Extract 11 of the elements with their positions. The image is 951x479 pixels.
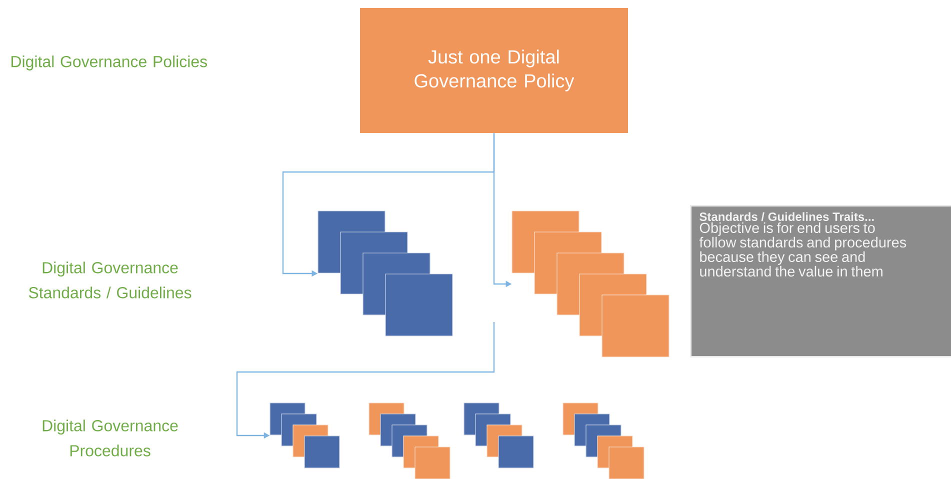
square-stack bbox=[562, 402, 644, 479]
policy-box: Just one Digital Governance Policy bbox=[360, 8, 628, 133]
note-box: Standards / Guidelines Traits... Objective is for end users to follow standards and procedures because they can see and understand the value in them bbox=[690, 205, 951, 358]
square-stack bbox=[270, 402, 340, 468]
square-stack bbox=[318, 210, 453, 336]
level-label: Digital Governance Standards / Guidelines bbox=[28, 262, 192, 298]
square-stack bbox=[368, 402, 450, 479]
square-stack bbox=[464, 402, 534, 468]
level-label: Digital Governance Procedures bbox=[42, 420, 178, 456]
square-stack bbox=[512, 210, 670, 358]
level-label: Digital Governance Policies bbox=[12, 56, 207, 70]
